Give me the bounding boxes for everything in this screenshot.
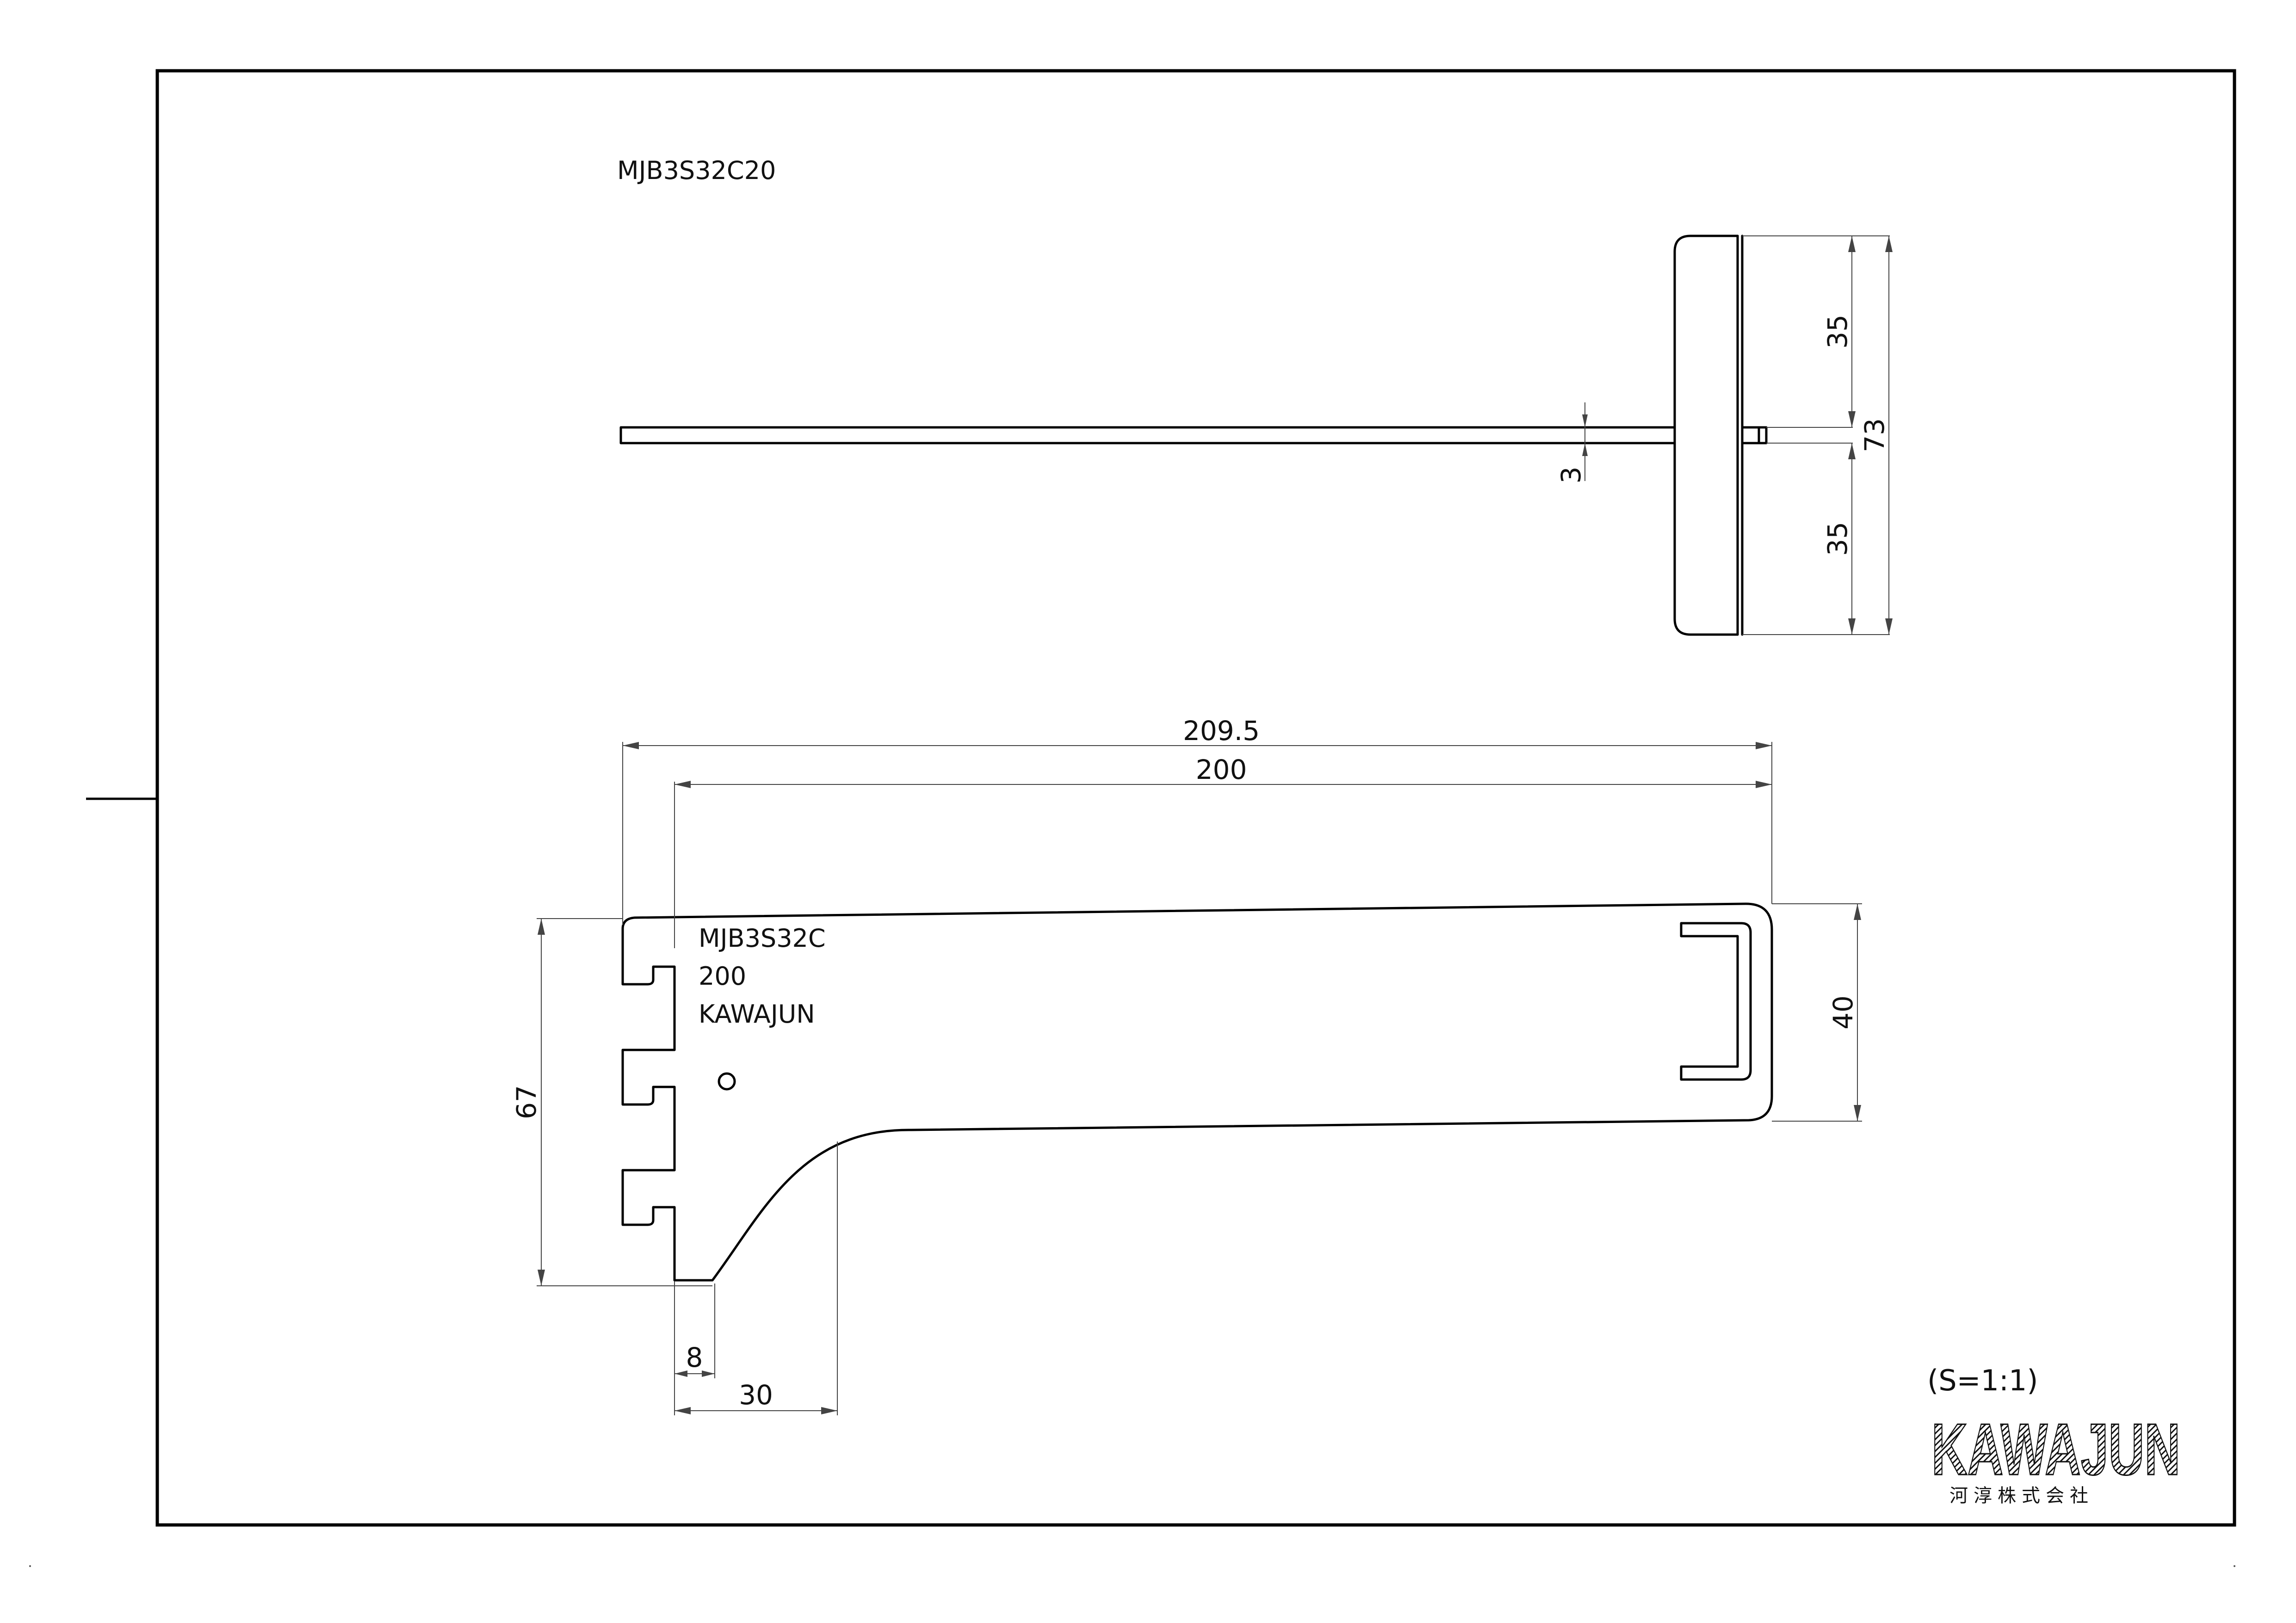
dim-arm-length: 200 (1196, 754, 1247, 785)
dim-tip-height: 40 (1827, 995, 1859, 1030)
arrow (675, 1407, 691, 1414)
arrow (1582, 443, 1588, 456)
arrow (1885, 236, 1893, 252)
arrow (702, 1370, 715, 1377)
arrow (538, 919, 545, 935)
dim-total-73: 73 (1859, 418, 1890, 452)
arrow (675, 1370, 687, 1377)
engraving-line-2: 200 (699, 962, 746, 991)
arrow (1848, 411, 1856, 427)
bracket-outline (621, 902, 1773, 1282)
top-view-plate (1673, 235, 1739, 636)
corner-mark-right (2234, 1565, 2235, 1567)
arrow (1582, 414, 1588, 427)
arrow (538, 1270, 545, 1286)
arrow (675, 781, 691, 788)
scale-label: (S=1:1) (1927, 1364, 2038, 1397)
corner-mark-left (29, 1565, 31, 1567)
arrow (1848, 443, 1856, 459)
arrow (1854, 904, 1861, 920)
dim-thickness-3: 3 (1555, 467, 1587, 484)
side-view: MJB3S32C 200 KAWAJUN 209.5 200 67 40 (511, 715, 1862, 1415)
arrow (1848, 618, 1856, 635)
dim-overall-length: 209.5 (1183, 715, 1260, 747)
dim-upper-35: 35 (1822, 315, 1853, 349)
dim-bottom-offset: 8 (686, 1342, 703, 1373)
arrow (821, 1407, 837, 1414)
bracket-end-lip (1680, 922, 1752, 1081)
arrow (1848, 236, 1856, 252)
dim-curve-offset: 30 (739, 1379, 773, 1411)
top-view-arm (619, 426, 1768, 444)
arrow (1756, 781, 1772, 788)
engraving-line-1: MJB3S32C (699, 924, 826, 953)
arrow (1854, 1105, 1861, 1121)
arrow (623, 742, 639, 749)
dim-lower-35: 35 (1822, 522, 1853, 556)
drawing-frame (155, 69, 2236, 1527)
mounting-hole (718, 1072, 736, 1091)
arrow (1885, 618, 1893, 635)
arrow (1756, 742, 1772, 749)
top-view: 35 35 73 3 (619, 235, 1893, 636)
dim-height: 67 (511, 1085, 542, 1119)
engraving-line-3: KAWAJUN (699, 1000, 815, 1029)
drawing-title: MJB3S32C20 (617, 156, 776, 185)
company-name: 河淳株式会社 (1949, 1485, 2094, 1506)
company-logo: KAWAJUN (1931, 1409, 2180, 1490)
